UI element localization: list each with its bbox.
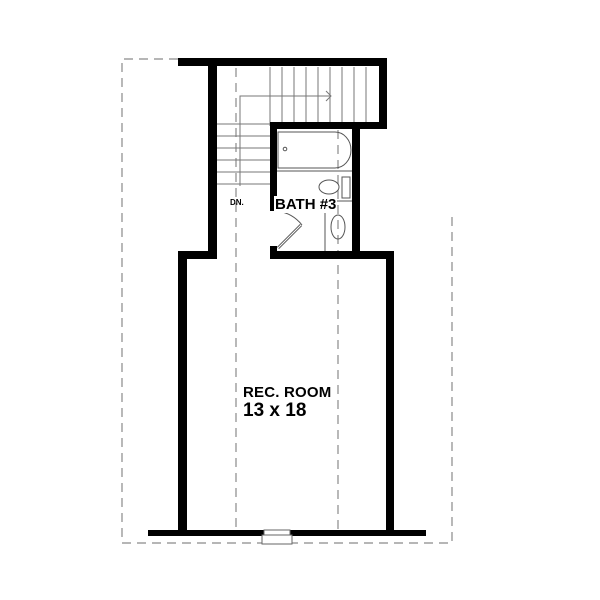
- bathtub: [277, 131, 352, 169]
- stairs: [217, 67, 367, 186]
- sink: [330, 214, 346, 240]
- roof-outline: [121, 58, 453, 544]
- bath-fixtures: [277, 131, 352, 251]
- walls: [148, 58, 426, 536]
- rec-room-dimensions: 13 x 18: [243, 400, 307, 421]
- window: [261, 529, 293, 545]
- bath-room-label: BATH #3: [274, 196, 338, 213]
- rec-room-label: REC. ROOM: [243, 384, 332, 401]
- toilet: [318, 179, 340, 195]
- ridge-lines: [235, 68, 339, 530]
- stairs-down-label: DN.: [230, 198, 244, 207]
- bath-door[interactable]: [276, 210, 303, 250]
